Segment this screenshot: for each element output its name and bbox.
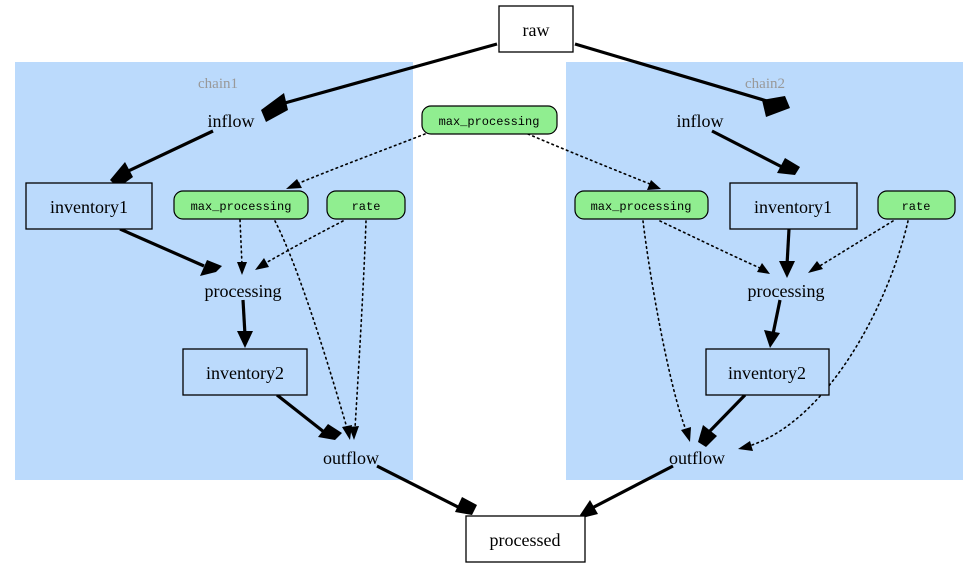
node-chain2-inventory1-label: inventory1	[754, 197, 832, 217]
node-chain2-rate-label: rate	[902, 200, 931, 214]
node-chain2-max-processing-rect[interactable]	[574, 190, 709, 220]
edge-chain2-inventory2-to-outflow	[698, 393, 747, 447]
node-chain2-max-processing-label: max_processing	[591, 200, 692, 214]
node-chain1-inflow-label: inflow	[208, 111, 255, 131]
edge-chain2-inflow-to-inventory1	[711, 129, 800, 175]
node-chain1-rate-label: rate	[352, 200, 381, 214]
node-chain2-inventory1[interactable]: inventory1	[729, 182, 858, 230]
edge-chain1-inventory2-to-outflow	[276, 393, 342, 440]
node-chain1-max-processing-label: max_processing	[191, 200, 292, 214]
node-chain2-outflow[interactable]: outflow	[669, 448, 725, 468]
node-chain1-outflow-label: outflow	[323, 448, 379, 468]
node-processed-label: processed	[490, 530, 561, 550]
node-processed-rect[interactable]	[465, 515, 586, 563]
node-raw-rect[interactable]	[498, 5, 574, 53]
edge-raw-to-chain2-inflow	[574, 42, 790, 117]
node-chain1-max-processing[interactable]: max_processing	[173, 190, 309, 220]
node-chain2-processing-label: processing	[748, 281, 825, 301]
edge-chain1-inflow-to-inventory1	[110, 129, 214, 188]
node-chain1-inventory1-label: inventory1	[50, 197, 128, 217]
node-chain1-inventory2[interactable]: inventory2	[182, 348, 308, 396]
edge-raw-to-chain1-inflow	[261, 42, 498, 122]
node-global-max-processing-label: max_processing	[439, 115, 540, 129]
edge-chain1-processing-to-inventory2	[237, 299, 253, 348]
node-chain1-inventory1[interactable]: inventory1	[25, 182, 153, 230]
node-chain2-inventory1-rect[interactable]	[729, 182, 858, 230]
node-chain1-processing-label: processing	[205, 281, 282, 301]
node-chain1-rate[interactable]: rate	[326, 190, 406, 220]
cluster-chain2-label: chain2	[745, 76, 785, 92]
node-chain1-inventory1-rect[interactable]	[25, 182, 153, 230]
node-processed[interactable]: processed	[465, 515, 586, 563]
node-chain2-rate-rect[interactable]	[877, 190, 956, 220]
node-chain2-max-processing[interactable]: max_processing	[574, 190, 709, 220]
edge-chain2-maxprocessing-to-processing	[659, 220, 770, 274]
node-chain2-outflow-label: outflow	[669, 448, 725, 468]
edge-chain1-maxprocessing-to-outflow	[274, 220, 352, 440]
edge-chain2-inventory1-to-processing	[779, 228, 795, 278]
node-chain1-outflow[interactable]: outflow	[323, 448, 379, 468]
node-chain2-processing[interactable]: processing	[748, 281, 825, 301]
node-raw-label: raw	[523, 20, 550, 40]
edge-global-maxprocessing-to-chain1	[286, 133, 426, 189]
node-chain1-inventory2-rect[interactable]	[182, 348, 308, 396]
edge-chain1-rate-to-processing	[255, 220, 344, 270]
node-chain2-inventory2[interactable]: inventory2	[705, 348, 830, 396]
edge-chain2-rate-to-outflow	[738, 220, 909, 451]
edge-chain2-outflow-to-processed	[580, 464, 674, 518]
node-chain2-inventory2-label: inventory2	[728, 363, 806, 383]
edge-chain1-maxprocessing-to-processing	[237, 219, 247, 275]
node-chain1-max-processing-rect[interactable]	[173, 190, 309, 220]
node-chain2-inflow-label: inflow	[677, 111, 724, 131]
cluster-chain1-label: chain1	[198, 76, 238, 92]
edge-global-maxprocessing-to-chain2	[527, 133, 661, 190]
node-chain1-inventory2-label: inventory2	[206, 363, 284, 383]
edge-chain1-outflow-to-processed	[376, 464, 477, 515]
node-chain1-processing[interactable]: processing	[205, 281, 282, 301]
node-chain2-inventory2-rect[interactable]	[705, 348, 830, 396]
node-global-max-processing-rect[interactable]	[421, 105, 558, 135]
edge-chain2-rate-to-processing	[808, 220, 894, 273]
edge-chain2-processing-to-inventory2	[764, 299, 782, 348]
node-chain1-inflow[interactable]: inflow	[208, 111, 255, 131]
edge-chain1-rate-to-outflow	[349, 220, 367, 440]
node-raw[interactable]: raw	[498, 5, 574, 53]
node-global-max-processing[interactable]: max_processing	[421, 105, 558, 135]
node-chain1-rate-rect[interactable]	[326, 190, 406, 220]
edge-chain1-inventory1-to-processing	[119, 227, 222, 276]
edge-chain2-maxprocessing-to-outflow	[642, 220, 691, 442]
node-chain2-rate[interactable]: rate	[877, 190, 956, 220]
node-chain2-inflow[interactable]: inflow	[677, 111, 724, 131]
